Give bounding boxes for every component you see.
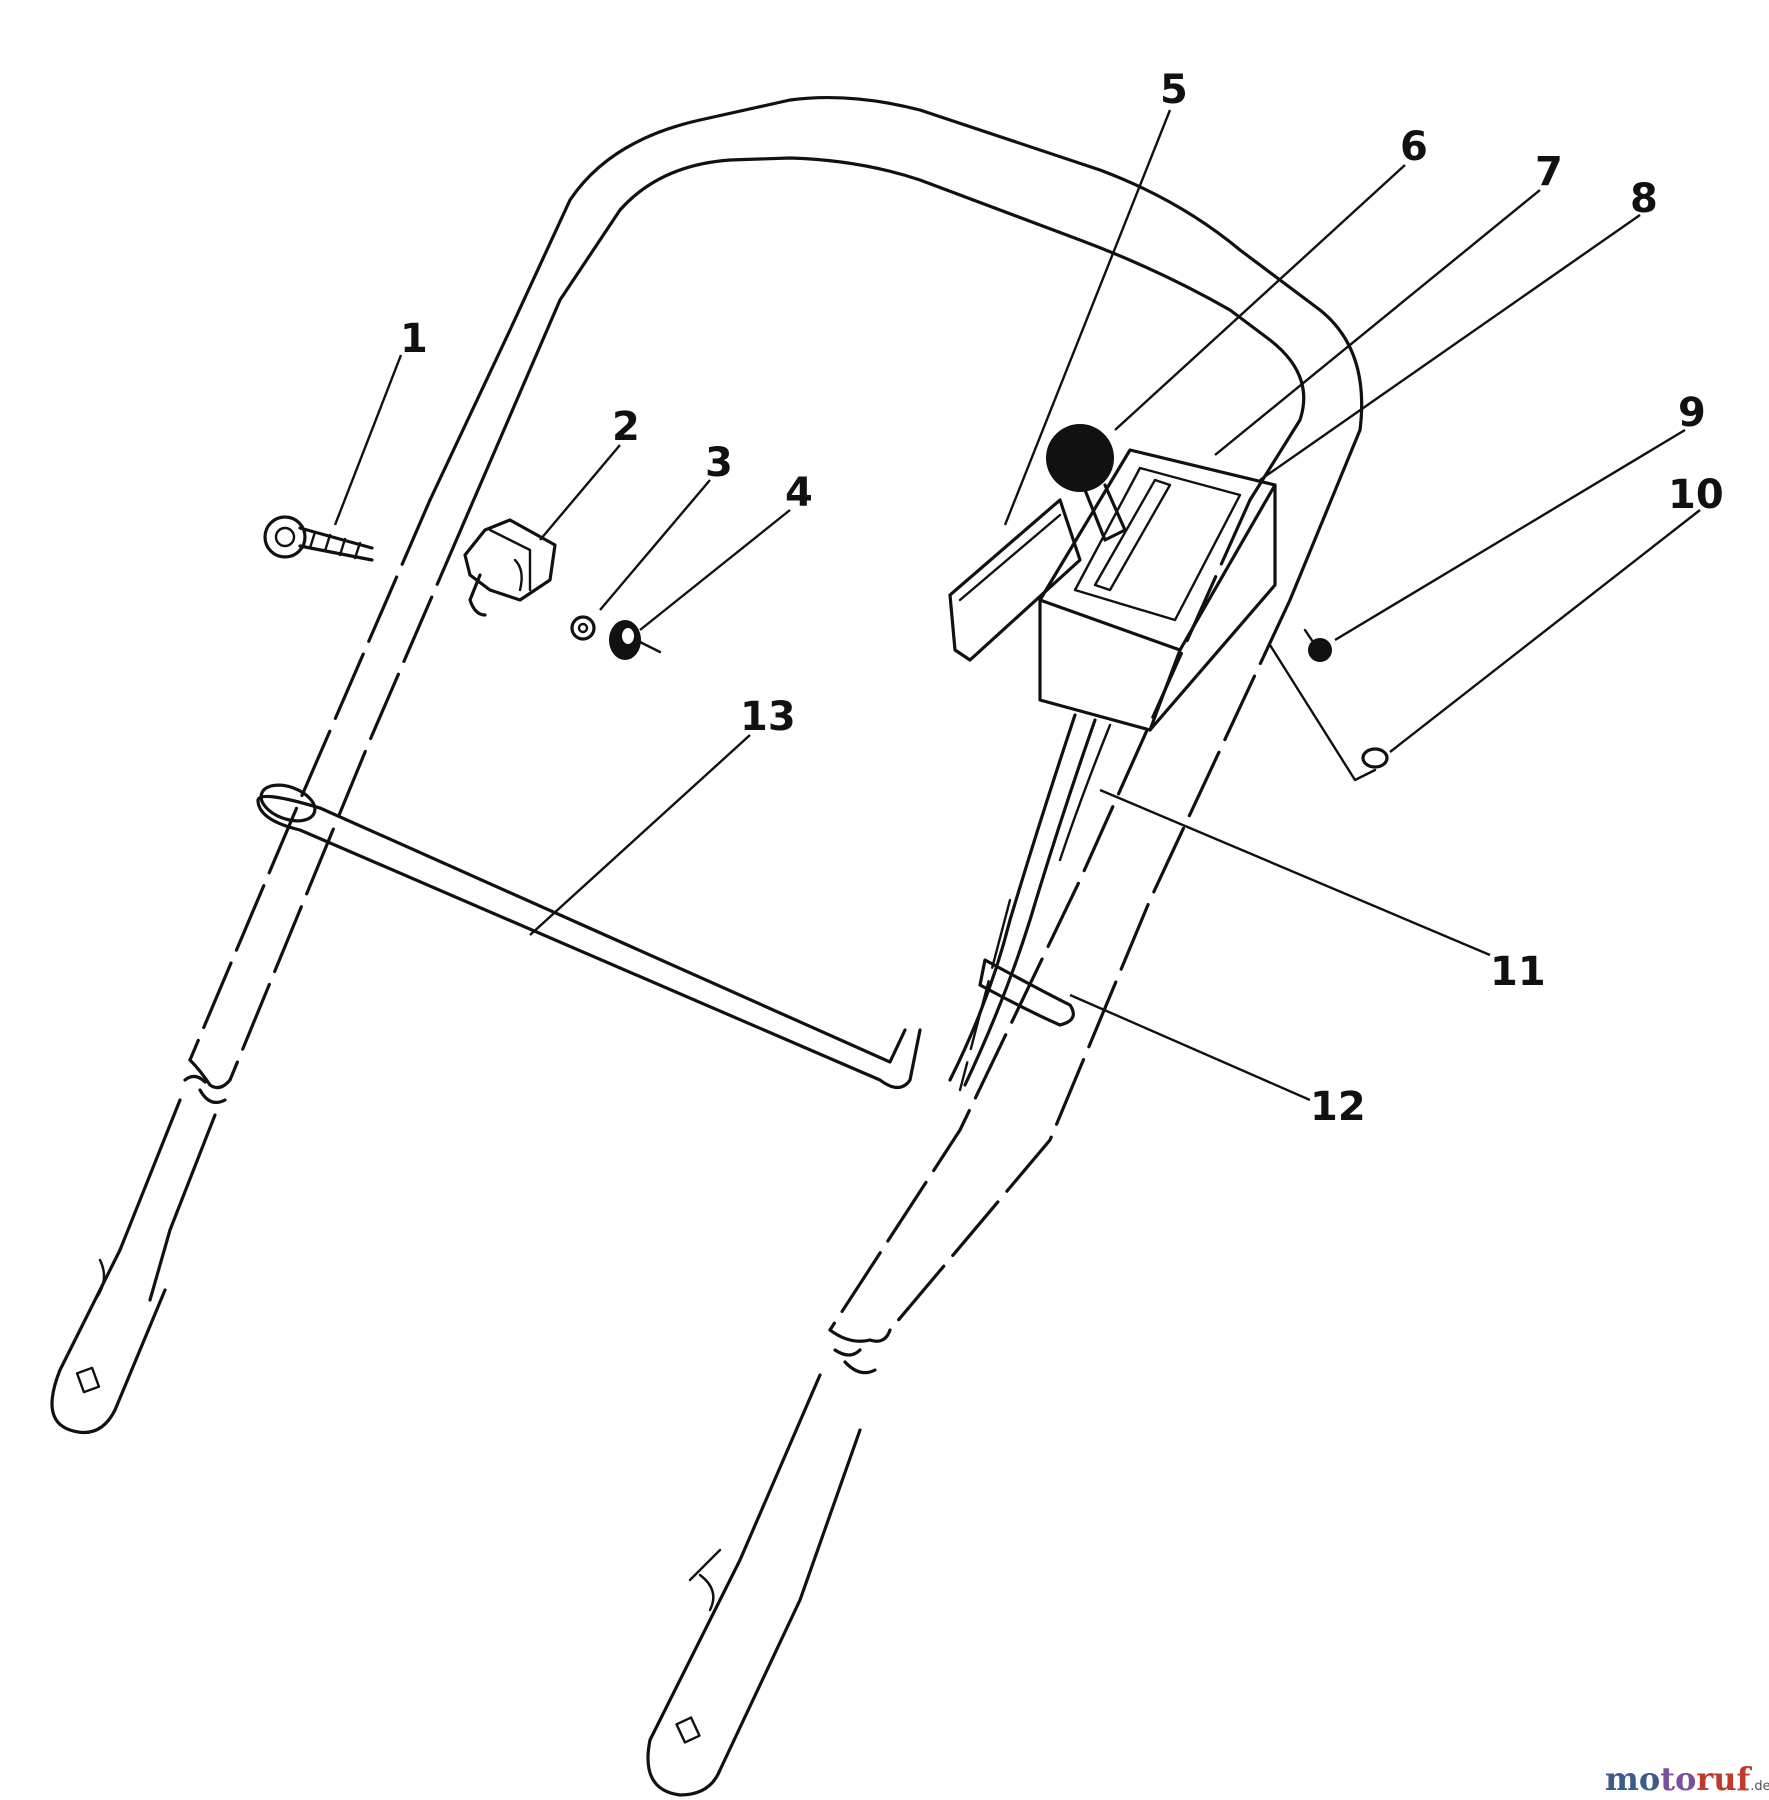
cable-tie-part-12 xyxy=(978,958,1075,1027)
callout-labels: 1 2 3 4 5 6 7 8 9 10 11 12 13 xyxy=(400,67,1724,1130)
control-bar-part-13 xyxy=(256,783,922,1090)
watermark: motoruf.de xyxy=(1605,1760,1769,1798)
knob-part-6 xyxy=(1046,424,1127,542)
callout-5: 5 xyxy=(1160,67,1188,113)
cable-part-11 xyxy=(948,713,1112,1092)
callout-1: 1 xyxy=(400,316,428,362)
callout-12: 12 xyxy=(1310,1084,1366,1130)
plate-part-5 xyxy=(948,498,1082,662)
callout-2: 2 xyxy=(612,404,640,450)
watermark-text: motoruf.de xyxy=(1605,1760,1769,1798)
bolt-part-1 xyxy=(263,515,374,562)
callout-13: 13 xyxy=(740,694,796,740)
bracket-part-2 xyxy=(463,518,557,617)
handle-tube xyxy=(50,95,1364,1797)
callout-6: 6 xyxy=(1400,124,1428,170)
callout-4: 4 xyxy=(785,470,813,516)
callout-8: 8 xyxy=(1630,176,1658,222)
screw-part-9 xyxy=(1303,628,1332,662)
callout-11: 11 xyxy=(1490,949,1546,995)
callout-7: 7 xyxy=(1535,149,1563,195)
callout-10: 10 xyxy=(1668,472,1724,518)
callout-9: 9 xyxy=(1678,390,1706,436)
control-box-part-7-8 xyxy=(1038,448,1277,732)
nut-part-4 xyxy=(609,620,662,660)
leader-lines xyxy=(333,109,1701,1102)
washer-part-3 xyxy=(570,615,596,641)
clip-part-10 xyxy=(1268,643,1389,782)
callout-3: 3 xyxy=(705,440,733,486)
